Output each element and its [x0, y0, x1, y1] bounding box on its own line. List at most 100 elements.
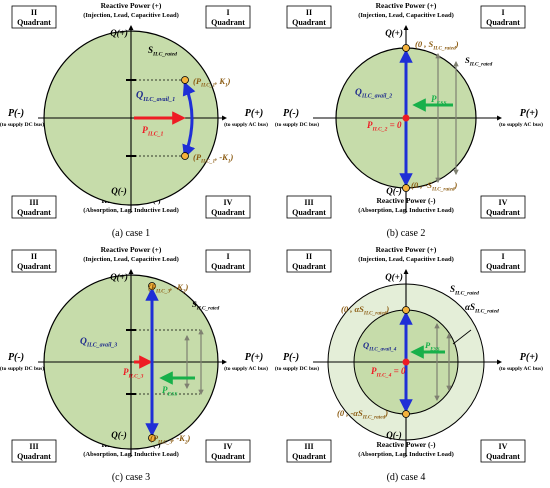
- point-top-label-sub: ILC_3: [155, 288, 170, 294]
- q-positive-label: Q(+): [110, 272, 128, 282]
- quadrant-2-numeral: II: [31, 8, 37, 17]
- point-top-label-main: (0 , S: [415, 39, 433, 49]
- s-rated-label-sub: ILC_rated: [454, 291, 479, 297]
- quadrant-2-box: [286, 249, 332, 273]
- p-positive-note: (to supply AC bus): [499, 365, 543, 372]
- point-top-label-sub: ILC_rated: [432, 45, 456, 51]
- operating-point-top: [402, 44, 410, 52]
- panel-caption: (b) case 2: [387, 228, 426, 239]
- q-avail-label-main: Q: [80, 337, 87, 347]
- point-top-label: (PILC_3, -K2): [148, 282, 188, 294]
- point-bottom-label-end: ): [454, 180, 458, 190]
- quadrant-2-word: Quadrant: [17, 262, 51, 271]
- p-ilc-label-main: P: [371, 366, 377, 376]
- q-positive-label: Q(+): [110, 28, 128, 38]
- p-ess-label-main: P: [162, 385, 168, 395]
- p-positive-note: (to supply AC bus): [224, 365, 268, 372]
- p-ilc-label-sub: ILC_4: [376, 373, 392, 379]
- q-negative-label: Q(-): [386, 186, 402, 196]
- quadrant-3-word: Quadrant: [17, 208, 51, 217]
- q-avail-arrow: [182, 81, 196, 159]
- p-ilc-label: PILC_2 = 0: [367, 120, 402, 133]
- reactive-power-positive-label: Reactive Power (+): [101, 1, 162, 10]
- quadrant-1-numeral: I: [226, 252, 229, 261]
- panel-b: IIQuadrantIQuadrantIIIQuadrantIVQuadrant…: [275, 1, 543, 239]
- quadrant-3-box: [286, 195, 332, 219]
- quadrant-3-word: Quadrant: [292, 452, 326, 461]
- q-negative-label: Q(-): [111, 186, 127, 196]
- p-ilc-label-tail: = 0: [387, 120, 402, 130]
- quadrant-1-word: Quadrant: [211, 18, 245, 27]
- point-bottom-label-tail: , -K: [171, 433, 186, 443]
- point-top-label-main: (P: [148, 282, 157, 292]
- reactive-power-positive-label: Reactive Power (+): [376, 245, 437, 254]
- quadrant-3-box: [286, 439, 332, 463]
- q-negative-label: Q(-): [111, 430, 127, 440]
- quadrant-2-word: Quadrant: [17, 18, 51, 27]
- quadrant-2-word: Quadrant: [292, 262, 326, 271]
- point-bottom-label-sub: ILC_rated: [431, 186, 455, 192]
- q-avail-label-main: Q: [355, 88, 362, 98]
- operating-point-bottom: [148, 434, 156, 442]
- s-rated-label-sub: ILC_rated: [469, 61, 493, 67]
- quadrant-3-word: Quadrant: [17, 452, 51, 461]
- s-rated-label: SILC_rated: [465, 55, 493, 67]
- point-bottom-label-tail: , -K: [214, 152, 229, 162]
- reactive-power-positive-label: Reactive Power (+): [101, 245, 162, 254]
- p-negative-label: P(-): [8, 352, 24, 363]
- quadrant-2-box: [11, 249, 57, 273]
- q-avail-label: QILC_avail_1: [136, 90, 175, 103]
- operating-point-bottom: [402, 184, 410, 192]
- q-negative-label: Q(-): [386, 430, 402, 440]
- s-rated-label-main: S: [148, 45, 153, 55]
- quadrant-4-numeral: IV: [499, 442, 508, 451]
- p-ess-label-main: P: [425, 340, 431, 350]
- q-avail-label-sub: ILC_avail_3: [86, 343, 117, 349]
- origin-point: [402, 114, 410, 122]
- point-top-label-main: (P: [193, 76, 202, 86]
- point-top-label-end: ): [455, 39, 459, 49]
- p-positive-label: P(+): [245, 108, 263, 119]
- p-negative-label: P(-): [283, 108, 299, 119]
- s-rated-label: SILC_rated: [148, 45, 177, 58]
- point-top-label-tsub: 1: [225, 82, 228, 88]
- point-bottom-label-tsub: 2: [184, 439, 188, 445]
- s-rated-label-main: S: [450, 284, 455, 294]
- quadrant-4-box: [205, 439, 251, 463]
- quadrant-1-box: [480, 5, 526, 29]
- point-bottom-label-sub: ILC_3: [157, 439, 172, 445]
- point-top-label-sub: ILC_1: [200, 82, 215, 88]
- point-bottom-label-sub: ILC_1: [200, 158, 215, 164]
- p-ilc-label-sub: ILC_3: [128, 374, 144, 380]
- reactive-power-positive-note: (Injection, Lead, Capacitive Load): [83, 256, 179, 263]
- quadrant-1-box: [205, 249, 251, 273]
- quadrant-4-box: [480, 195, 526, 219]
- point-bottom-label: (PILC_3, -K2): [150, 433, 190, 445]
- p-positive-note: (to supply AC bus): [224, 121, 268, 128]
- alpha-s-rated-label-main: αS: [465, 302, 475, 312]
- p-negative-note: (to supply DC bus): [275, 365, 319, 372]
- p-positive-note: (to supply AC bus): [499, 121, 543, 128]
- p-ilc-label: PILC_4 = 0: [371, 366, 406, 379]
- p-ilc-label-main: P: [142, 126, 148, 136]
- point-top-label-sub: ILC_rated: [363, 310, 387, 316]
- s-rated-label-main: S: [465, 55, 470, 65]
- q-positive-label: Q(+): [385, 272, 403, 282]
- operating-point-bottom: [181, 152, 189, 160]
- alpha-s-rated-label-sub: ILC_rated: [474, 309, 499, 315]
- quadrant-3-word: Quadrant: [292, 208, 326, 217]
- point-bottom-label: (0 , -SILC_rated): [411, 180, 458, 192]
- reactive-power-positive-label: Reactive Power (+): [376, 1, 437, 10]
- quadrant-1-word: Quadrant: [486, 18, 520, 27]
- q-avail-label-sub: ILC_avail_2: [361, 94, 392, 100]
- point-bottom-label-main: (0 , -αS: [337, 408, 363, 418]
- p-ilc-label: PILC_1: [142, 126, 164, 138]
- operating-point-top: [402, 306, 410, 314]
- p-ilc-label-sub: ILC_1: [147, 132, 164, 138]
- point-top-label: (0 , SILC_rated): [415, 39, 459, 51]
- point-top-label-end: ): [385, 304, 389, 314]
- point-bottom-label-sub: ILC_rated: [362, 414, 386, 420]
- p-negative-note: (to supply DC bus): [0, 365, 44, 372]
- quadrant-2-word: Quadrant: [292, 18, 326, 27]
- quadrant-2-box: [11, 5, 57, 29]
